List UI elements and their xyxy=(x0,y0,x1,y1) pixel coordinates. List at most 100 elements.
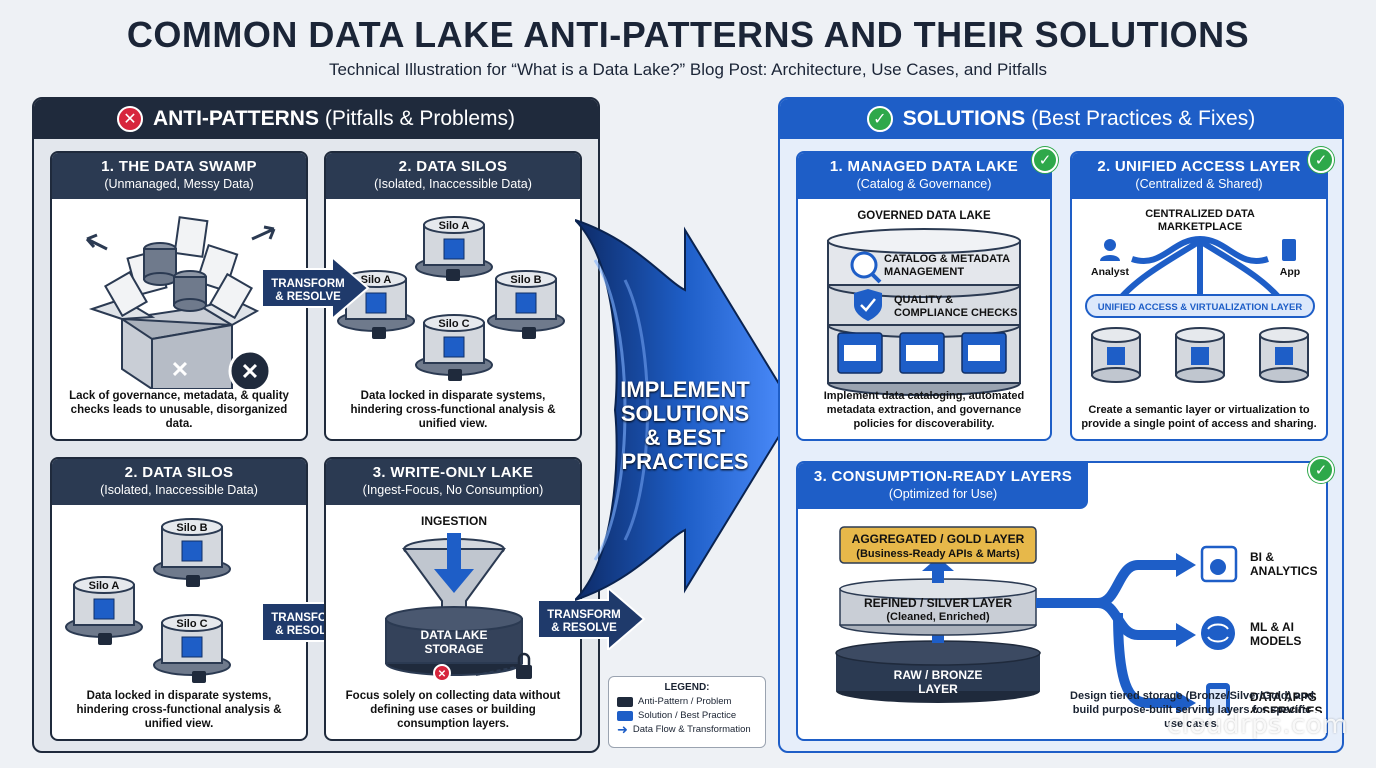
solutions-heading: SOLUTIONS xyxy=(902,107,1026,130)
bi-label-2: ANALYTICS xyxy=(1250,564,1318,578)
quality-label-2: COMPLIANCE CHECKS xyxy=(894,307,1017,319)
legend-item: Solution / Best Practice xyxy=(617,710,757,721)
anti-patterns-header: ✕ ANTI-PATTERNS (Pitfalls & Problems) xyxy=(34,99,598,139)
ingestion-label: INGESTION xyxy=(421,514,487,528)
card-title: 3. WRITE-ONLY LAKE xyxy=(372,464,534,481)
silo-label: Silo A xyxy=(89,580,120,592)
solutions-header: ✓ SOLUTIONS (Best Practices & Fixes) xyxy=(780,99,1342,139)
marketplace-label-1: CENTRALIZED DATA xyxy=(1145,208,1255,220)
silo-label: Silo C xyxy=(176,618,207,630)
catalog-label-2: MANAGEMENT xyxy=(884,266,964,278)
center-arrow xyxy=(575,219,797,601)
card-description: Lack of governance, metadata, & quality … xyxy=(69,390,289,430)
solutions-panel: ✓ SOLUTIONS (Best Practices & Fixes) 1. … xyxy=(778,97,1344,753)
quality-label-1: QUALITY & xyxy=(894,294,953,306)
card-title: 1. MANAGED DATA LAKE xyxy=(829,158,1019,175)
silo-a-top: Silo A xyxy=(415,216,493,281)
svg-text:✕: ✕ xyxy=(171,357,189,382)
transform-text: TRANSFORM xyxy=(547,609,621,621)
card-subtitle: (Catalog & Governance) xyxy=(856,177,992,191)
write-only-illustration: INGESTION DATA LAKE STORAGE ✕ xyxy=(385,514,532,682)
resolve-text: & RESOLVE xyxy=(275,291,341,303)
solutions-subheading: (Best Practices & Fixes) xyxy=(1031,107,1256,130)
center-arrow-label: IMPLEMENT SOLUTIONS & BEST PRACTICES xyxy=(600,378,770,474)
legend-label: Data Flow & Transformation xyxy=(632,724,751,735)
catalog-label-1: CATALOG & METADATA xyxy=(884,253,1010,265)
legend-item: Anti-Pattern / Problem xyxy=(617,696,757,707)
watermark: cloudrps.com xyxy=(1167,710,1348,740)
card-description: Data locked in disparate systems, hinder… xyxy=(350,390,556,430)
db-cylinder xyxy=(1091,327,1141,383)
transform-arrow-3 xyxy=(538,588,646,650)
silo-c-bottom: Silo C xyxy=(415,314,493,381)
card-description: Design tiered storage (Bronze/Silver/Gol… xyxy=(1070,690,1314,730)
ml-label-1: ML & AI xyxy=(1250,620,1294,634)
card-subtitle: (Isolated, Inaccessible Data) xyxy=(100,483,258,497)
card-description: Create a semantic layer or virtualizatio… xyxy=(1081,404,1317,430)
user-icon xyxy=(1104,239,1116,251)
transform-arrow-1 xyxy=(262,257,370,319)
raw-layer-label-2: LAYER xyxy=(918,682,958,696)
x-circle-icon: ✕ xyxy=(116,106,143,132)
check-badge-icon: ✓ xyxy=(1308,147,1334,173)
managed-data-lake-card: 1. MANAGED DATA LAKE (Catalog & Governan… xyxy=(796,151,1052,441)
card-title: 3. CONSUMPTION-READY LAYERS xyxy=(813,468,1073,485)
anti-patterns-subheading: (Pitfalls & Problems) xyxy=(324,107,516,130)
silo-b-right: Silo B xyxy=(487,270,565,339)
card-description: Data locked in disparate systems, hinder… xyxy=(76,690,282,730)
gold-layer-label-2: (Business-Ready APIs & Marts) xyxy=(856,548,1020,560)
silo-label: Silo A xyxy=(361,274,392,286)
svg-text:✕: ✕ xyxy=(241,359,259,384)
silo-b: Silo B xyxy=(153,518,231,587)
legend-swatch-dark xyxy=(617,696,633,707)
silver-layer-label-1: REFINED / SILVER LAYER xyxy=(864,596,1012,610)
data-silos-card-bottom: 2. DATA SILOS (Isolated, Inaccessible Da… xyxy=(50,457,308,741)
transform-label-1: TRANSFORM & RESOLVE xyxy=(270,278,346,304)
card-subtitle: (Ingest-Focus, No Consumption) xyxy=(362,483,544,497)
legend-label: Solution / Best Practice xyxy=(638,710,737,721)
apps-label-1: DATA APPS xyxy=(1250,690,1317,704)
card-description: Focus solely on collecting data without … xyxy=(345,690,561,730)
unified-access-illustration: CENTRALIZED DATA MARKETPLACE Analyst App… xyxy=(1085,208,1315,383)
silo-a: Silo A xyxy=(65,576,143,645)
phone-icon xyxy=(1282,239,1296,261)
marketplace-label-2: MARKETPLACE xyxy=(1158,221,1242,233)
consumption-header: 3. CONSUMPTION-READY LAYERS (Optimized f… xyxy=(798,463,1088,509)
card-title: 1. THE DATA SWAMP xyxy=(101,158,257,175)
gold-layer-label-1: AGGREGATED / GOLD LAYER xyxy=(852,532,1025,546)
silo-c: Silo C xyxy=(153,614,231,683)
shield-icon xyxy=(854,289,882,321)
data-silos-card-top: 2. DATA SILOS (Isolated, Inaccessible Da… xyxy=(324,151,582,441)
silo-label: Silo B xyxy=(176,522,207,534)
card-subtitle: (Isolated, Inaccessible Data) xyxy=(374,177,532,191)
ml-label-2: MODELS xyxy=(1250,634,1301,648)
check-badge-icon: ✓ xyxy=(1308,457,1334,483)
page-title: COMMON DATA LAKE ANTI-PATTERNS AND THEIR… xyxy=(126,14,1250,55)
db-cylinder xyxy=(1259,327,1309,383)
silver-layer-label-2: (Cleaned, Enriched) xyxy=(886,611,990,623)
magnifier-icon xyxy=(850,251,878,279)
resolve-text: & RESOLVE xyxy=(551,622,617,634)
storage-label-1: DATA LAKE xyxy=(420,628,487,642)
analyst-label: Analyst xyxy=(1091,266,1129,278)
silos-illustration-bottom: Silo B Silo A Silo C xyxy=(65,518,231,683)
db-cylinder xyxy=(1175,327,1225,383)
transform-label-3: TRANSFORM & RESOLVE xyxy=(546,609,622,635)
card-title: 2. DATA SILOS xyxy=(124,464,234,481)
arrow-line-2: SOLUTIONS xyxy=(620,401,750,426)
check-badge-icon: ✓ xyxy=(1032,147,1058,173)
arrow-line-1: IMPLEMENT xyxy=(620,377,750,402)
card-subtitle: (Centralized & Shared) xyxy=(1135,177,1263,191)
silo-label: Silo A xyxy=(439,220,470,232)
card-description: Implement data cataloging, automated met… xyxy=(823,390,1025,430)
legend-swatch-blue xyxy=(617,710,633,721)
swamp-illustration: ✕ ✕ xyxy=(85,216,276,389)
check-circle-icon: ✓ xyxy=(866,106,893,132)
governed-lake-illustration: GOVERNED DATA LAKE CATALOG & METADATA MA… xyxy=(827,210,1021,396)
page-subtitle: Technical Illustration for “What is a Da… xyxy=(328,60,1048,79)
consumption-ready-card: 3. CONSUMPTION-READY LAYERS (Optimized f… xyxy=(796,461,1328,741)
unified-access-card: 2. UNIFIED ACCESS LAYER (Centralized & S… xyxy=(1070,151,1328,441)
brain-icon xyxy=(1201,616,1235,650)
unified-layer-label: UNIFIED ACCESS & VIRTUALIZATION LAYER xyxy=(1098,302,1303,313)
legend-label: Anti-Pattern / Problem xyxy=(638,696,732,707)
